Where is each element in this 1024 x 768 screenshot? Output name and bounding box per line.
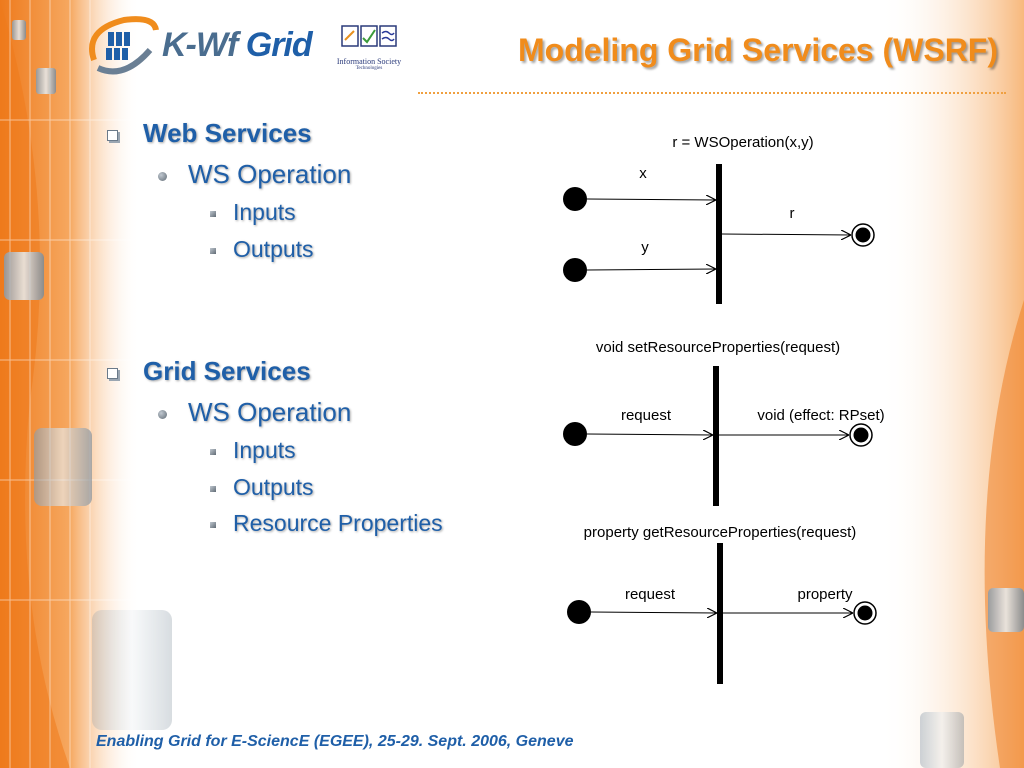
diagram-2-title: void setResourceProperties(request) [596, 339, 840, 356]
flow-arrow [721, 234, 851, 235]
diagram-1-output-label: r [790, 205, 795, 222]
final-node-core [853, 427, 869, 443]
logo-text: K-Wf Grid [162, 26, 313, 64]
bullet-ws-operation-2: WS Operation [188, 397, 352, 427]
page-title: Modeling Grid Services (WSRF) [517, 32, 998, 68]
bullet-inputs-1: Inputs [233, 199, 296, 225]
sync-bar [717, 543, 723, 684]
bullet-resource-properties: Resource Properties [233, 510, 443, 536]
small-bullet-icon [210, 211, 216, 217]
title-divider [418, 92, 1006, 94]
round-bullet-icon [158, 172, 167, 181]
diagram-ws-operation: r = WSOperation(x,y) x y r [563, 134, 875, 304]
diagram-1-input-x-label: x [639, 165, 647, 182]
bullet-web-services: Web Services [143, 118, 312, 148]
square-bullet-icon [107, 368, 118, 379]
ist-logo-label: Information Society [336, 57, 402, 66]
diagram-2-input-label: request [621, 407, 672, 424]
ist-logo-sublabel: Technologies [355, 66, 383, 71]
diagram-set-resource-properties: void setResourceProperties(request) requ… [563, 339, 885, 506]
initial-node [563, 422, 587, 446]
ist-logo: Information Society Technologies [334, 24, 404, 72]
diagram-3-output-label: property [797, 586, 853, 603]
diagram-3-input-label: request [625, 586, 676, 603]
flow-arrow [586, 199, 716, 200]
bullet-ws-operation-1: WS Operation [188, 159, 352, 189]
final-node-core [857, 605, 873, 621]
bullet-inputs-2: Inputs [233, 437, 296, 463]
bullet-grid-services: Grid Services [143, 356, 311, 386]
sync-bar [713, 366, 719, 506]
small-bullet-icon [210, 248, 216, 254]
small-bullet-icon [210, 522, 216, 528]
diagram-3-title: property getResourceProperties(request) [584, 524, 857, 541]
small-bullet-icon [210, 449, 216, 455]
kwf-grid-logo-icon [89, 16, 159, 75]
initial-node [563, 187, 587, 211]
flow-arrow [590, 612, 717, 613]
footer-text: Enabling Grid for E-SciencE (EGEE), 25-2… [96, 733, 574, 750]
kwf-grid-logo: K-Wf Grid Information Society Technologi… [84, 10, 414, 80]
sync-bar [716, 164, 722, 304]
diagram-get-resource-properties: property getResourceProperties(request) … [567, 524, 877, 684]
diagram-1-title: r = WSOperation(x,y) [672, 134, 813, 151]
flow-arrow [586, 434, 713, 435]
flow-arrow [586, 269, 716, 270]
bullet-outputs-2: Outputs [233, 474, 314, 500]
diagram-1-input-y-label: y [641, 239, 649, 256]
square-bullet-icon [107, 130, 118, 141]
ist-logo-icon [341, 25, 397, 47]
diagram-2-output-label: void (effect: RPset) [757, 407, 884, 424]
initial-node [563, 258, 587, 282]
final-node-core [855, 227, 871, 243]
round-bullet-icon [158, 410, 167, 419]
bullet-outputs-1: Outputs [233, 236, 314, 262]
initial-node [567, 600, 591, 624]
small-bullet-icon [210, 486, 216, 492]
